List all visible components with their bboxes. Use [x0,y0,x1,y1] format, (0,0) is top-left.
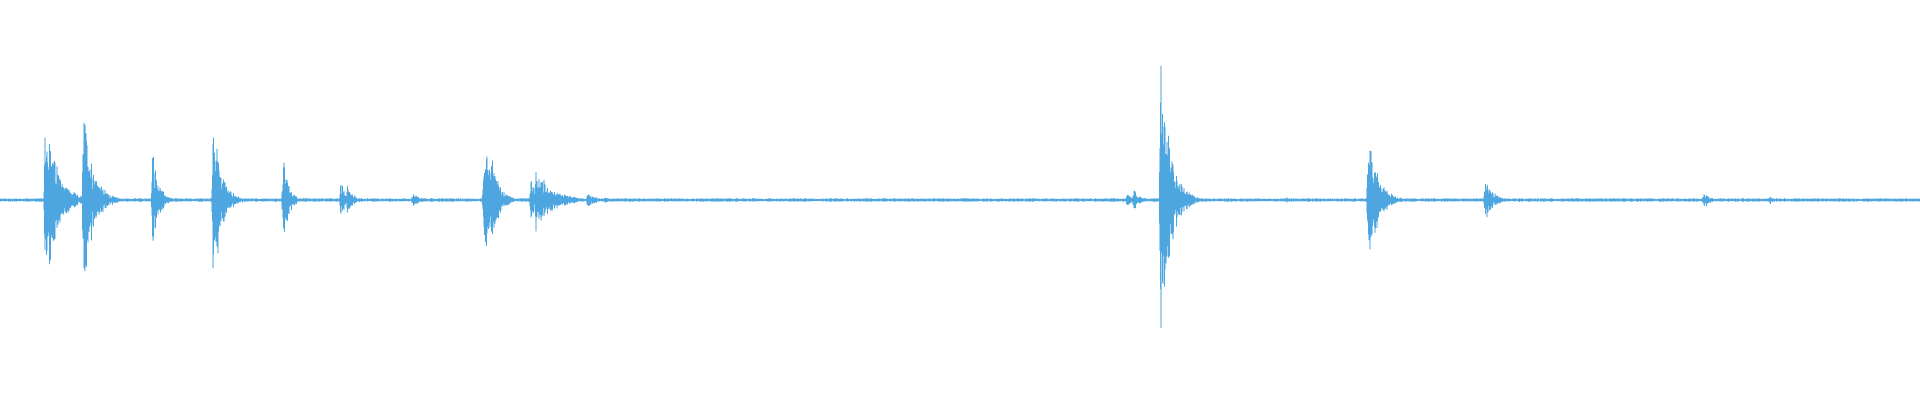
waveform-trace [0,65,1920,328]
